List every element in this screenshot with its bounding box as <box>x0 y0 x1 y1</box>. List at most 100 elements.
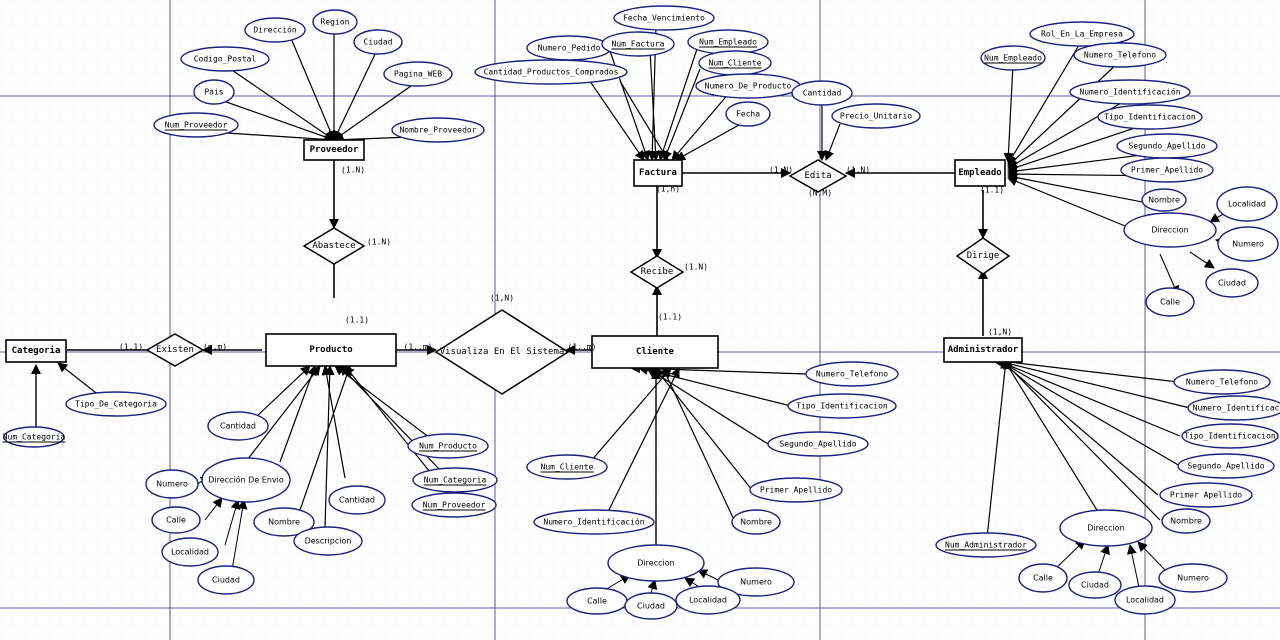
attr-region[interactable]: Region <box>312 9 358 35</box>
attr-num-producto[interactable]: Num_Producto <box>407 433 489 459</box>
attr-numero-identificacion-cliente[interactable]: Numero_Identificación <box>533 509 655 535</box>
attr-cantidad-producto-1[interactable]: Cantidad <box>207 411 269 441</box>
attr-segundo-apellido-cliente[interactable]: Segundo_Apellido <box>767 431 869 457</box>
attr-numero-telefono-empleado[interactable]: Numero_Telefono <box>1073 42 1167 68</box>
attr-localidad-cliente-ellipse <box>675 585 741 615</box>
attr-numero-cliente[interactable]: Numero <box>717 567 795 597</box>
edge-producto-attr-1 <box>279 365 317 463</box>
attr-numero-pedido[interactable]: Numero_Pedido <box>526 35 612 61</box>
attr-tipo-identificacion-empleado[interactable]: Tipo_Identificacion <box>1097 104 1203 130</box>
edge-tipocat-categoria <box>57 362 101 397</box>
attr-num-administrador-ellipse <box>935 532 1037 558</box>
attr-rol-en-la-empresa[interactable]: Rol_En_La_Empresa <box>1029 21 1135 47</box>
entity-factura[interactable]: Factura <box>633 159 683 187</box>
attr-ciudad-proveedor[interactable]: Ciudad <box>353 29 403 55</box>
attr-num-cliente-factura[interactable]: Num_Cliente <box>698 50 772 76</box>
attr-cantidad-productos-comprados[interactable]: Cantidad_Productos_Comprados <box>474 59 628 85</box>
edge-proveedor-attr-4 <box>333 80 419 141</box>
entity-administrador[interactable]: Administrador <box>943 337 1023 363</box>
attr-numero-administrador[interactable]: Numero <box>1158 563 1228 593</box>
attr-pagina-web[interactable]: Pagina_WEB <box>383 61 453 87</box>
attr-numero-telefono-cliente-ellipse <box>805 361 899 387</box>
attr-num-empleado-factura[interactable]: Num_Empleado <box>687 29 769 55</box>
attr-ciudad-cliente[interactable]: Ciudad <box>624 592 678 620</box>
attr-calle-envio[interactable]: Calle <box>151 506 201 534</box>
attr-numero-empleado-label: Numero <box>1232 240 1264 249</box>
attr-primer-apellido-cliente[interactable]: Primer Apellido <box>749 477 843 503</box>
attr-ciudad-administrador[interactable]: Ciudad <box>1068 571 1122 599</box>
attr-num-proveedor-proveedor[interactable]: Num_Proveedor <box>153 112 239 138</box>
attr-localidad-empleado[interactable]: Localidad <box>1216 186 1278 222</box>
attr-segundo-apellido-administrador[interactable]: Segundo_Apellido <box>1177 453 1275 479</box>
attr-codigo-postal[interactable]: Codigo_Postal <box>180 46 270 72</box>
attr-nombre-producto[interactable]: Nombre <box>253 507 315 537</box>
relationship-existen[interactable]: Existen <box>145 333 205 367</box>
attr-nombre-cliente[interactable]: Nombre <box>731 509 781 535</box>
entity-empleado[interactable]: Empleado <box>954 159 1006 187</box>
attr-num-categoria[interactable]: Num_Categoria <box>2 426 66 448</box>
attr-direccion-cliente[interactable]: Direccion <box>607 544 705 582</box>
attr-cantidad-producto-1-ellipse <box>207 411 269 441</box>
attr-tipo-de-categoria[interactable]: Tipo_De_Categoria <box>65 391 167 417</box>
entity-proveedor[interactable]: Proveedor <box>303 139 365 161</box>
attr-numero-telefono-cliente[interactable]: Numero_Telefono <box>805 361 899 387</box>
attr-fecha-vencimiento[interactable]: Fecha_Vencimiento <box>613 5 715 31</box>
attr-numero-envio[interactable]: Numero <box>145 469 199 499</box>
attr-cantidad-edita[interactable]: Cantidad <box>791 80 853 106</box>
attr-num-empleado[interactable]: Num_Empleado <box>980 45 1046 71</box>
attr-calle-empleado-ellipse <box>1145 287 1195 317</box>
attr-localidad-administrador[interactable]: Localidad <box>1114 585 1176 615</box>
card-producto-visualiza: (1..m) <box>404 343 433 352</box>
attr-pais[interactable]: Pais <box>193 79 235 105</box>
card-categoria-existen: (1.1) <box>119 343 143 352</box>
attr-calle-cliente[interactable]: Calle <box>566 587 628 615</box>
attr-num-cliente[interactable]: Num_Cliente <box>526 454 608 480</box>
attr-direccion-proveedor[interactable]: Dirección <box>244 17 306 43</box>
relationship-visualiza-en-el-sistema[interactable]: Visualiza En El Sistema <box>434 309 570 395</box>
edge-precio-edita <box>824 123 841 161</box>
attr-primer-apellido-cliente-label: Primer Apellido <box>760 486 832 495</box>
relationship-dirige[interactable]: Dirige <box>955 237 1011 275</box>
relationship-abastece[interactable]: Abastece <box>302 227 366 265</box>
attr-ciudad-empleado[interactable]: Ciudad <box>1205 268 1259 298</box>
attr-tipo-identificacion-administrador[interactable]: Tipo_Identificacion <box>1181 423 1279 449</box>
attr-precio-unitario[interactable]: Precio_Unitario <box>831 103 921 129</box>
attr-direccion-empleado[interactable]: Direccion <box>1123 212 1217 248</box>
attr-numero-identificacion-empleado[interactable]: Numero_Identificación <box>1069 79 1191 105</box>
attr-nombre-administrador[interactable]: Nombre <box>1161 508 1211 534</box>
attr-fecha[interactable]: Fecha <box>725 101 771 127</box>
attr-localidad-cliente[interactable]: Localidad <box>675 585 741 615</box>
attr-cantidad-producto-2[interactable]: Cantidad <box>328 485 386 515</box>
relationship-edita[interactable]: Edita <box>788 159 848 193</box>
attr-localidad-envio[interactable]: Localidad <box>161 537 219 567</box>
card-factura-edita: (1.N) <box>769 166 793 175</box>
attr-nombre-proveedor[interactable]: Nombre_Proveedor <box>391 117 485 143</box>
attr-calle-administrador[interactable]: Calle <box>1018 563 1068 593</box>
entity-categoria[interactable]: Categoria <box>5 339 67 363</box>
attr-numero-empleado[interactable]: Numero <box>1217 226 1279 262</box>
attr-segundo-apellido-empleado[interactable]: Segundo_Apellido <box>1116 133 1218 159</box>
relationship-abastece-label: Abastece <box>312 241 355 251</box>
attr-num-proveedor-producto[interactable]: Num_Proveedor <box>411 492 497 518</box>
attr-num-administrador[interactable]: Num_Administrador <box>935 532 1037 558</box>
attr-direccion-de-envio[interactable]: Dirección De Envio <box>201 457 291 503</box>
relationship-recibe[interactable]: Recibe <box>629 255 685 289</box>
entity-cliente[interactable]: Cliente <box>591 335 719 369</box>
attr-primer-apellido-administrador[interactable]: Primer Apellido <box>1159 482 1253 508</box>
attr-tipo-identificacion-cliente[interactable]: Tipo_Identificacion <box>787 393 897 419</box>
attr-numero-telefono-administrador[interactable]: Numero_Telefono <box>1173 369 1271 395</box>
attr-numero-de-producto[interactable]: Numero_De_Producto <box>695 73 801 99</box>
cardinality-labels: (1.N)(1.N)(1,n)(1.N)(1.N)(1.N)(N,M)(1.1)… <box>119 166 1012 352</box>
attr-primer-apellido-empleado[interactable]: Primer_Apellido <box>1120 157 1214 183</box>
attr-numero-identificacion-administrador[interactable]: Numero_Identificac <box>1187 395 1280 421</box>
attr-descripcion[interactable]: Descripcion <box>293 526 363 556</box>
attr-num-categoria-producto[interactable]: Num_Categoria <box>412 467 498 493</box>
entity-proveedor-label: Proveedor <box>310 145 359 155</box>
attr-direccion-administrador[interactable]: Direccion <box>1059 509 1153 547</box>
attr-nombre-empleado[interactable]: Nombre <box>1141 188 1187 212</box>
attr-ciudad-envio[interactable]: Ciudad <box>197 565 255 595</box>
attr-num-factura[interactable]: Num_Factura <box>601 31 675 57</box>
entity-producto[interactable]: Producto <box>265 333 397 367</box>
attr-localidad-administrador-label: Localidad <box>1126 596 1164 605</box>
attr-calle-empleado[interactable]: Calle <box>1145 287 1195 317</box>
